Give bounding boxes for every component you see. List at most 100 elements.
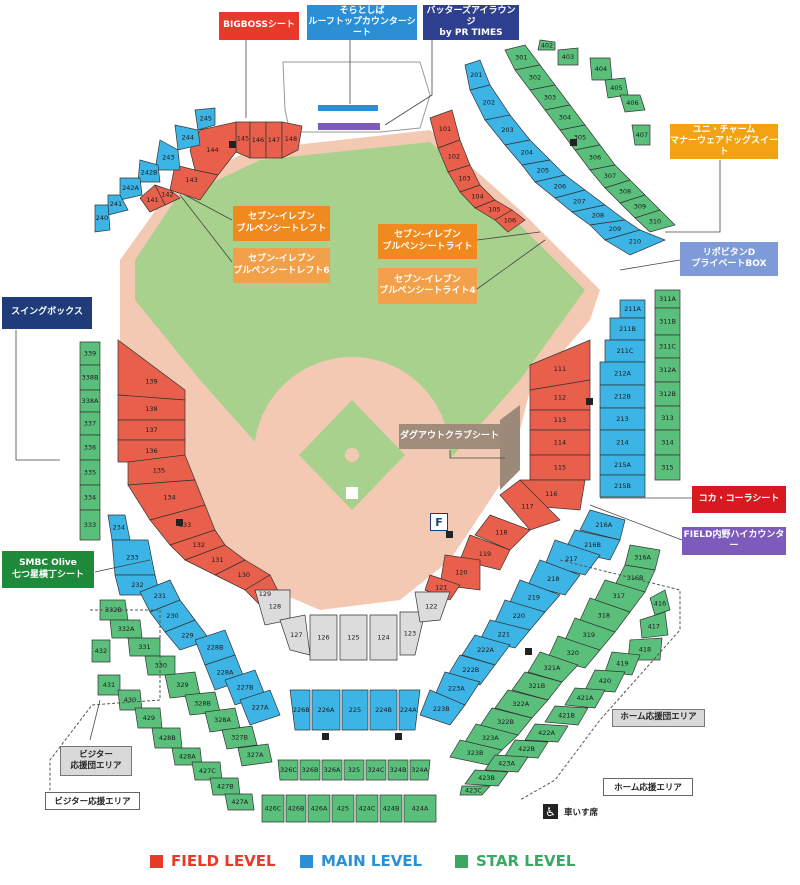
f-logo-icon: F	[435, 515, 443, 529]
smbc-line2: 七つ星横丁シート	[11, 569, 84, 580]
section-324b[interactable]	[387, 759, 409, 781]
section-120[interactable]	[439, 554, 481, 591]
section-326b[interactable]	[299, 759, 321, 781]
section-324c[interactable]	[365, 759, 387, 781]
lipovitan-callout[interactable]: リポビタンD プライベートBOX	[680, 242, 778, 276]
section-label-313: 313	[661, 414, 673, 422]
section-label-221: 221	[498, 631, 510, 639]
section-224b[interactable]	[369, 689, 398, 731]
section-218[interactable]	[527, 559, 581, 596]
unicharm-callout[interactable]: ユニ・チャーム マナーウェアドッグスイート	[670, 124, 778, 159]
section-240[interactable]	[94, 204, 111, 233]
section-423a[interactable]	[484, 754, 529, 773]
section-label-228b: 228B	[207, 644, 224, 652]
seven-left-callout[interactable]: セブン-イレブン ブルペンシートレフト	[233, 206, 330, 241]
section-426c[interactable]	[261, 794, 285, 823]
bigboss-callout[interactable]: BIGBOSSシート	[219, 12, 299, 40]
section-242a[interactable]	[119, 177, 143, 201]
section-426b[interactable]	[285, 794, 307, 823]
section-422a[interactable]	[524, 723, 569, 743]
section-333[interactable]	[79, 509, 101, 541]
section-label-420: 420	[599, 677, 611, 685]
section-416[interactable]	[649, 589, 671, 616]
section-215b[interactable]	[599, 474, 646, 498]
section-223b[interactable]	[419, 689, 466, 726]
section-label-231: 231	[154, 592, 166, 600]
section-420[interactable]	[584, 669, 626, 693]
field-counter-callout[interactable]: FIELD内野ハイカウンター	[682, 527, 786, 555]
section-label-306: 306	[589, 154, 601, 162]
section-label-422a: 422A	[538, 729, 555, 737]
soratoshiba-callout[interactable]: そらとしば ルーフトップカウンターシート	[307, 5, 417, 40]
section-327b[interactable]	[221, 725, 258, 750]
section-label-144: 144	[206, 146, 218, 154]
section-426a[interactable]	[307, 794, 331, 823]
section-124[interactable]	[369, 614, 398, 661]
section-148[interactable]	[281, 121, 303, 159]
section-225[interactable]	[341, 689, 369, 731]
section-226b[interactable]	[289, 689, 311, 731]
section-226a[interactable]	[311, 689, 341, 731]
section-141[interactable]	[139, 184, 166, 213]
section-327a[interactable]	[237, 743, 273, 767]
section-421a[interactable]	[564, 687, 606, 709]
legend-star: STAR LEVEL	[455, 852, 575, 870]
section-422b[interactable]	[504, 739, 549, 759]
section-406[interactable]	[619, 94, 646, 113]
section-326a[interactable]	[321, 759, 343, 781]
section-425[interactable]	[331, 794, 355, 823]
section-106[interactable]	[494, 209, 526, 233]
section-227a[interactable]	[239, 689, 281, 726]
section-label-422b: 422B	[518, 745, 535, 753]
seven-right-callout[interactable]: セブン-イレブン ブルペンシートライト	[378, 224, 477, 259]
section-label-323b: 323B	[467, 749, 484, 757]
section-423c[interactable]	[459, 785, 491, 796]
section-117[interactable]	[499, 479, 561, 531]
section-421b[interactable]	[544, 705, 589, 726]
seven-right4-callout[interactable]: セブン-イレブン ブルペンシートライト4	[378, 268, 477, 304]
section-126[interactable]	[309, 614, 338, 661]
section-324a[interactable]	[409, 759, 431, 781]
section-label-426a: 426A	[311, 805, 328, 813]
section-402[interactable]	[537, 39, 556, 51]
section-423b[interactable]	[464, 769, 509, 787]
section-label-337: 337	[84, 420, 96, 428]
section-122[interactable]	[414, 591, 451, 623]
section-424b[interactable]	[379, 794, 403, 823]
swing-box-callout[interactable]: スイングボックス	[2, 297, 92, 329]
section-210[interactable]	[604, 229, 666, 256]
batters-eye-callout[interactable]: バッターズアイラウンジ by PR TIMES	[423, 5, 519, 40]
section-245[interactable]	[194, 107, 216, 131]
section-424a[interactable]	[403, 794, 437, 823]
section-label-426c: 426C	[265, 805, 282, 813]
section-label-327a: 327A	[247, 751, 264, 759]
section-224a[interactable]	[398, 689, 421, 731]
dugout-club-callout[interactable]: ダグアウトクラブシート	[399, 424, 500, 449]
section-407[interactable]	[631, 124, 651, 146]
section-427a[interactable]	[224, 793, 255, 811]
section-121[interactable]	[424, 574, 461, 601]
section-432[interactable]	[91, 639, 111, 663]
section-125[interactable]	[339, 614, 368, 661]
section-244[interactable]	[174, 124, 201, 151]
seven-left6-callout[interactable]: セブン-イレブン ブルペンシートレフト6	[233, 248, 330, 283]
section-label-423a: 423A	[498, 760, 515, 768]
section-417[interactable]	[639, 611, 669, 639]
smbc-callout[interactable]: SMBC Olive 七つ星横丁シート	[2, 551, 94, 588]
section-label-210: 210	[629, 237, 641, 245]
section-325[interactable]	[343, 759, 365, 781]
section-label-423b: 423B	[478, 774, 495, 782]
section-403[interactable]	[557, 47, 579, 66]
coca-cola-callout[interactable]: コカ・コーラシート	[692, 486, 786, 513]
section-310[interactable]	[634, 209, 676, 233]
section-label-222b: 222B	[462, 666, 479, 674]
section-419[interactable]	[604, 651, 641, 676]
section-424c[interactable]	[355, 794, 379, 823]
section-123[interactable]	[399, 611, 426, 656]
section-115[interactable]	[529, 454, 591, 481]
section-143[interactable]	[169, 164, 219, 201]
section-326c[interactable]	[277, 759, 299, 781]
section-315[interactable]	[654, 454, 681, 481]
section-242b[interactable]	[137, 159, 161, 183]
section-243[interactable]	[154, 139, 181, 171]
